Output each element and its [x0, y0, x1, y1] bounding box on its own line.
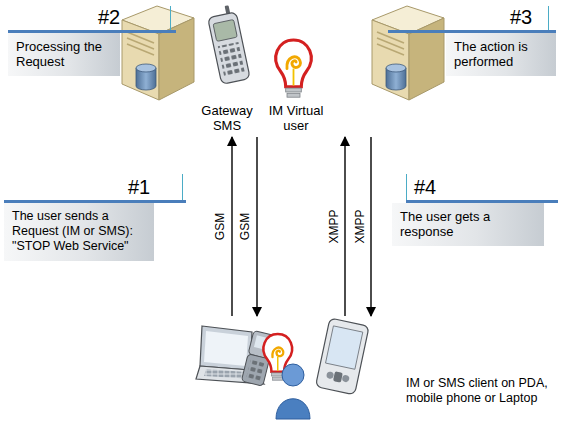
- drawing-part: [208, 12, 251, 85]
- client-devices-node: IM or SMS client on PDA, mobile phone or…: [190, 318, 570, 426]
- gateway-node: Gateway SMS: [196, 0, 268, 133]
- drawing-part: [326, 371, 334, 379]
- callout-number: #3: [510, 6, 532, 28]
- lightbulb-icon: [276, 40, 311, 97]
- protocol-label: XMPP: [353, 208, 366, 244]
- pda-icon: [315, 318, 369, 395]
- protocol-label: XMPP: [327, 208, 340, 244]
- drawing-part: [213, 19, 237, 41]
- callout-tick: [182, 174, 183, 200]
- protocol-arrow: [231, 137, 232, 316]
- protocol-arrow: [256, 137, 257, 316]
- drawing-part: [200, 326, 252, 370]
- server-icon: [122, 6, 194, 100]
- callout-number: #4: [414, 176, 436, 198]
- drawing-part: [122, 6, 194, 100]
- drawing-part: [333, 371, 343, 382]
- drawing-part: [218, 42, 245, 78]
- virtual-user-node: IM Virtual user: [258, 28, 380, 133]
- drawing-part: [241, 354, 269, 386]
- protocol-label: GSM: [240, 212, 253, 241]
- drawing-part: [315, 318, 369, 395]
- callout-tick: [406, 174, 407, 200]
- server-icon: [372, 6, 444, 100]
- protocol-label: GSM: [215, 212, 228, 241]
- drawing-part: [282, 364, 304, 386]
- callout-box: #4The user gets a response: [392, 172, 558, 246]
- drawing-part: [246, 360, 264, 382]
- drawing-part: [342, 374, 350, 382]
- user-figure: [276, 364, 310, 419]
- callout-tick: [170, 6, 171, 30]
- protocol-arrow: [370, 137, 371, 316]
- icon-caption: IM Virtual user: [258, 103, 334, 133]
- callout-text: The user sends a Request (IM or SMS): "S…: [4, 203, 154, 261]
- drawing-part: [372, 6, 444, 100]
- phone-icon: [206, 4, 250, 84]
- callout-box: #2Processing the Request: [8, 2, 176, 76]
- device-caption: IM or SMS client on PDA, mobile phone or…: [406, 376, 566, 406]
- callout-tick: [548, 6, 549, 30]
- callout-number: #1: [128, 176, 150, 198]
- callout-text: The user gets a response: [392, 203, 544, 246]
- callout-text: The action is performed: [446, 33, 556, 76]
- callout-box: #3The action is performed: [388, 2, 556, 76]
- drawing-part: [326, 326, 363, 369]
- drawing-part: [204, 331, 248, 366]
- protocol-arrow: [344, 137, 345, 316]
- callout-number: #2: [98, 6, 120, 28]
- callout-text: Processing the Request: [8, 33, 120, 76]
- callout-box: #1The user sends a Request (IM or SMS): …: [4, 172, 188, 261]
- drawing-part: [276, 399, 310, 419]
- icon-caption: Gateway SMS: [196, 103, 258, 133]
- drawing-part: [276, 40, 311, 97]
